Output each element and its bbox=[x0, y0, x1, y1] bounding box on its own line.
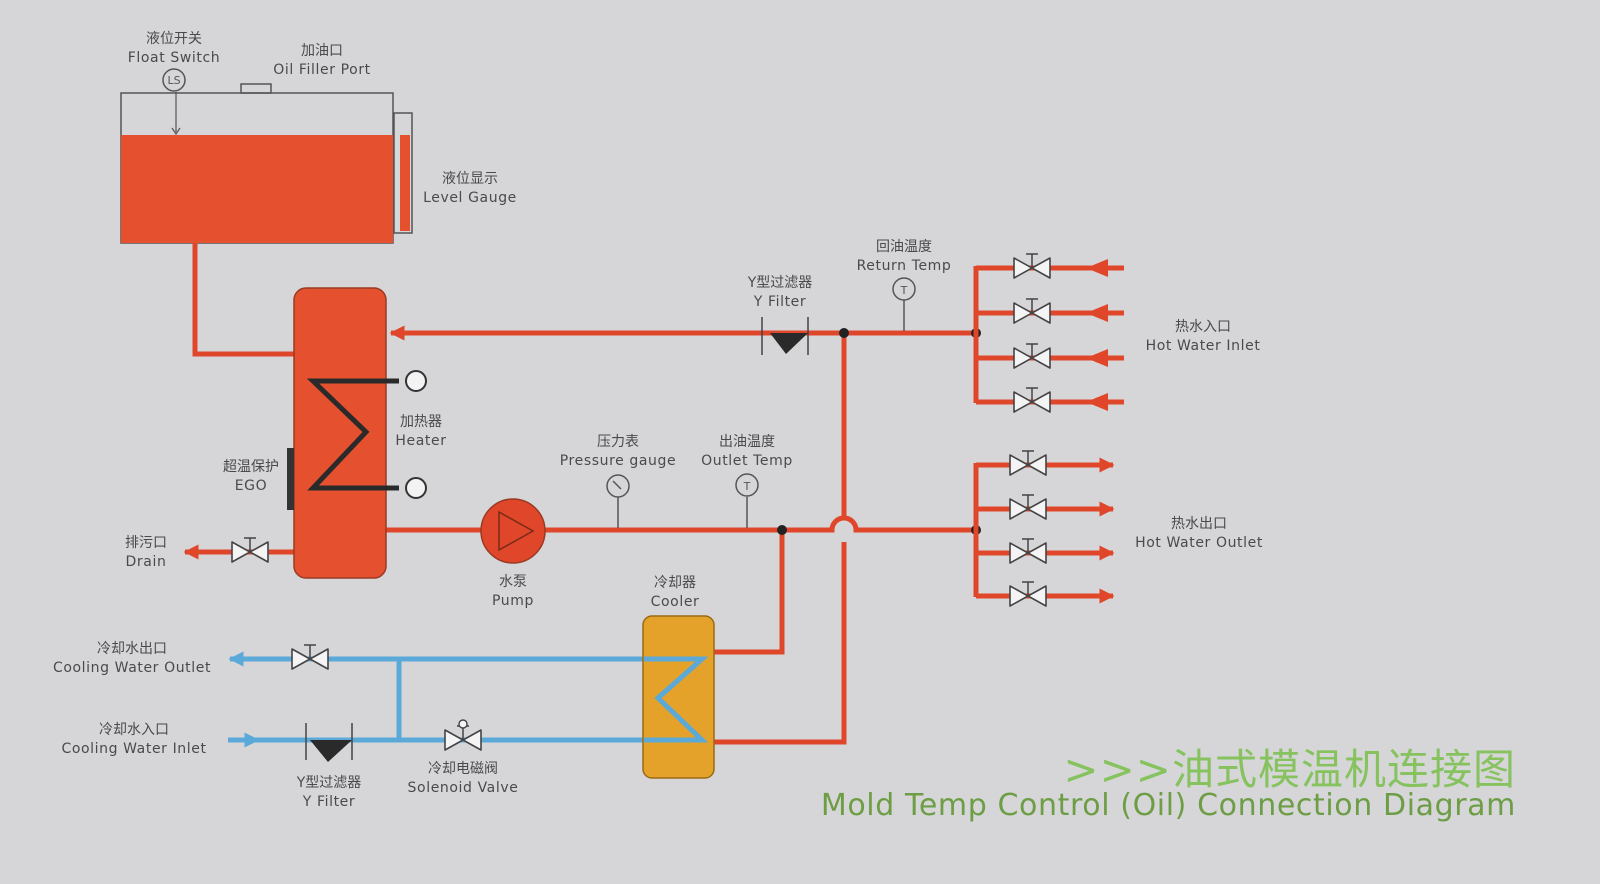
cooler-coil bbox=[644, 656, 709, 743]
inlet-valve-icon bbox=[1013, 253, 1051, 279]
solenoid-actuator bbox=[458, 719, 468, 729]
outlet-temp-symbol: T bbox=[743, 480, 751, 493]
heater-terminal-icon bbox=[405, 370, 427, 392]
pump-label: 水泵 Pump bbox=[492, 574, 534, 609]
inlet-arrow-icon bbox=[1086, 304, 1108, 322]
return-temp-symbol: T bbox=[900, 284, 908, 297]
cooling-outlet-label: 冷却水出口 Cooling Water Outlet bbox=[52, 641, 212, 676]
cooling-inlet-label: 冷却水入口 Cooling Water Inlet bbox=[61, 722, 207, 757]
level-gauge-label: 液位显示 Level Gauge bbox=[423, 171, 517, 206]
y-filter-icon bbox=[310, 740, 352, 762]
hot-inlet-manifold bbox=[973, 253, 1124, 413]
y-filter-bottom-label: Y型过滤器 Y Filter bbox=[296, 775, 362, 810]
cooler bbox=[642, 615, 715, 779]
inlet-valve-icon bbox=[1013, 387, 1051, 413]
float-switch-label: 液位开关 Float Switch bbox=[127, 31, 221, 66]
hot-outlet-manifold bbox=[973, 450, 1115, 607]
y-filter-top bbox=[761, 317, 809, 355]
drain-label: 排污口 Drain bbox=[125, 535, 167, 570]
level-gauge-tube bbox=[393, 112, 413, 234]
diagram-title-english: Mold Temp Control (Oil) Connection Diagr… bbox=[820, 788, 1516, 823]
cooler-feed-pipe bbox=[712, 530, 785, 655]
gauge-needle bbox=[612, 480, 622, 490]
outlet-branch-4 bbox=[976, 581, 1115, 607]
heater-terminal-icon bbox=[405, 477, 427, 499]
pressure-gauge-label: 压力表 Pressure gauge bbox=[559, 434, 677, 469]
heater-coil bbox=[306, 378, 399, 491]
float-switch-tip bbox=[171, 127, 181, 136]
oil-tank: LS bbox=[120, 68, 413, 244]
pressure-gauge-icon bbox=[606, 474, 630, 498]
inlet-arrow-icon bbox=[1086, 393, 1108, 411]
y-filter-icon bbox=[770, 333, 808, 354]
return-temp-label: 回油温度 Return Temp bbox=[856, 239, 952, 274]
inlet-valve-icon bbox=[1013, 343, 1051, 369]
supply-line-pipe bbox=[545, 515, 975, 533]
outlet-branch-1 bbox=[976, 450, 1115, 476]
hot-outlet-label: 热水出口 Hot Water Outlet bbox=[1135, 516, 1263, 551]
inlet-valve-icon bbox=[1013, 298, 1051, 324]
solenoid-valve-label: 冷却电磁阀 Solenoid Valve bbox=[407, 761, 519, 796]
return-temp-sensor: T bbox=[892, 277, 916, 331]
drain-valve-icon bbox=[231, 537, 269, 563]
tank-feed-pipe bbox=[192, 243, 296, 357]
thermometer-icon bbox=[892, 277, 916, 301]
outlet-valve-icon bbox=[1009, 538, 1047, 564]
heater-body bbox=[293, 287, 387, 579]
cooling-water-piping bbox=[228, 644, 644, 762]
solenoid-valve-icon bbox=[444, 725, 482, 751]
bypass-pipe bbox=[712, 333, 847, 745]
inlet-arrow-icon bbox=[1086, 259, 1108, 277]
float-switch-symbol: LS bbox=[167, 74, 180, 87]
pump bbox=[480, 498, 546, 564]
diagram-title-chinese: >>>油式模温机连接图 bbox=[1063, 745, 1516, 794]
pump-arrow-icon bbox=[498, 510, 535, 552]
outlet-valve-icon bbox=[1009, 581, 1047, 607]
hot-inlet-label: 热水入口 Hot Water Inlet bbox=[1145, 319, 1261, 354]
pump-body bbox=[480, 498, 546, 564]
heater bbox=[287, 287, 427, 579]
outlet-valve-icon bbox=[1009, 494, 1047, 520]
outlet-valve-icon bbox=[1009, 450, 1047, 476]
ego-sensor bbox=[287, 448, 294, 510]
level-gauge-fill bbox=[400, 135, 410, 231]
return-junction-dot bbox=[839, 328, 849, 338]
inlet-arrow-icon bbox=[1086, 349, 1108, 367]
outlet-branch-3 bbox=[976, 538, 1115, 564]
cooling-outlet-valve-icon bbox=[291, 644, 329, 670]
outlet-temp-sensor: T bbox=[735, 473, 759, 528]
supply-junction-dot bbox=[777, 525, 787, 535]
cooler-label: 冷却器 Cooler bbox=[650, 575, 700, 610]
cooler-body bbox=[642, 615, 715, 779]
outlet-branch-2 bbox=[976, 494, 1115, 520]
heater-label: 加热器 Heater bbox=[395, 414, 447, 449]
float-switch-icon bbox=[162, 68, 186, 92]
y-filter-top-label: Y型过滤器 Y Filter bbox=[747, 275, 813, 310]
oil-filler-cap bbox=[240, 83, 272, 94]
oil-filler-label: 加油口 Oil Filler Port bbox=[273, 43, 371, 78]
tank-oil-level bbox=[121, 135, 393, 243]
ego-label: 超温保护 EGO bbox=[223, 459, 279, 494]
outlet-temp-label: 出油温度 Outlet Temp bbox=[701, 434, 793, 469]
pressure-gauge bbox=[606, 474, 630, 528]
thermometer-icon bbox=[735, 473, 759, 497]
